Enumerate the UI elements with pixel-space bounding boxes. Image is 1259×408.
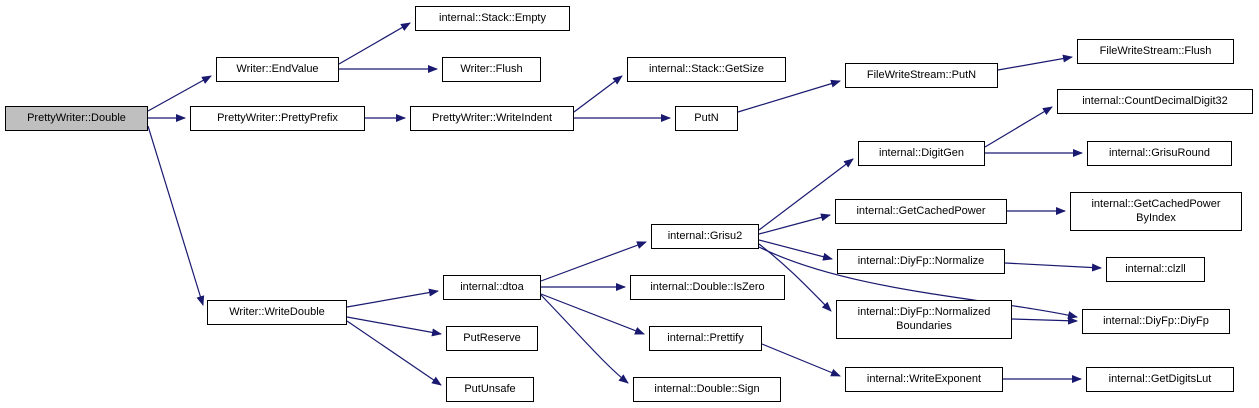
edge-dtoa-sign [540, 294, 629, 384]
node-internal-grisuround[interactable]: internal::GrisuRound [1087, 141, 1232, 166]
node-writer-endvalue[interactable]: Writer::EndValue [216, 57, 339, 82]
node-filewritestream-putn[interactable]: FileWriteStream::PutN [845, 63, 998, 88]
node-prettywriter-prettyprefix[interactable]: PrettyWriter::PrettyPrefix [190, 106, 365, 131]
node-internal-diyfp-normalize[interactable]: internal::DiyFp::Normalize [837, 249, 1005, 274]
edge-grisu2-diyfp [758, 246, 1078, 319]
node-internal-dtoa[interactable]: internal::dtoa [443, 275, 541, 300]
node-internal-double-iszero[interactable]: internal::Double::IsZero [630, 275, 785, 300]
node-putn[interactable]: PutN [675, 106, 738, 131]
edge-grisu2-normalize [758, 239, 833, 261]
edge-putn-fwsputn [737, 79, 841, 113]
node-internal-diyfp-normalizedboundaries[interactable]: internal::DiyFp::Normalized Boundaries [836, 300, 1012, 339]
node-filewritestream-flush[interactable]: FileWriteStream::Flush [1077, 39, 1234, 64]
node-prettywriter-writeindent[interactable]: PrettyWriter::WriteIndent [410, 106, 574, 131]
edge-double-endvalue [147, 75, 212, 112]
edge-dtoa-prettify [540, 293, 645, 335]
node-internal-digitgen[interactable]: internal::DigitGen [858, 141, 985, 166]
edge-digitgen-countdecimaldigit32 [984, 106, 1053, 148]
node-internal-countdecimaldigit32[interactable]: internal::CountDecimalDigit32 [1057, 89, 1253, 114]
node-internal-getcachedpowerbyindex[interactable]: internal::GetCachedPower ByIndex [1070, 192, 1242, 231]
edge-writedouble-putreserve [346, 316, 442, 337]
edge-writedouble-dtoa [346, 288, 439, 308]
edge-normalize-clzll [1004, 262, 1102, 272]
node-internal-stack-empty[interactable]: internal::Stack::Empty [415, 6, 570, 31]
node-internal-stack-getsize[interactable]: internal::Stack::GetSize [627, 57, 786, 82]
edge-dtoa-grisu2 [540, 241, 647, 282]
node-internal-grisu2[interactable]: internal::Grisu2 [651, 224, 759, 249]
edge-endvalue-stackempty [338, 22, 411, 65]
node-internal-getcachedpower[interactable]: internal::GetCachedPower [835, 199, 1007, 224]
edge-grisu2-digitgen [758, 158, 854, 231]
node-writer-flush[interactable]: Writer::Flush [442, 57, 541, 82]
node-putreserve[interactable]: PutReserve [446, 326, 538, 351]
node-putunsafe[interactable]: PutUnsafe [446, 377, 534, 402]
node-internal-writeexponent[interactable]: internal::WriteExponent [845, 367, 1003, 392]
edge-double-writedouble [147, 125, 205, 306]
node-internal-diyfp-diyfp[interactable]: internal::DiyFp::DiyFp [1082, 309, 1230, 334]
node-internal-double-sign[interactable]: internal::Double::Sign [633, 377, 781, 402]
node-internal-prettify[interactable]: internal::Prettify [649, 326, 762, 351]
edge-prettify-writeexponent [761, 343, 841, 377]
node-internal-clzll[interactable]: internal::clzll [1106, 257, 1205, 282]
edge-writedouble-putunsafe [346, 320, 442, 386]
node-prettywriter-double[interactable]: PrettyWriter::Double [5, 106, 148, 131]
edge-grisu2-getcachedpower [758, 213, 831, 235]
node-writer-writedouble[interactable]: Writer::WriteDouble [207, 300, 347, 325]
edge-fwsputn-fwsflush [997, 54, 1073, 71]
node-internal-getdigitslut[interactable]: internal::GetDigitsLut [1086, 367, 1234, 392]
edge-normalizedboundaries-diyfp [1011, 316, 1078, 325]
edge-writeindent-getsize [573, 75, 623, 113]
